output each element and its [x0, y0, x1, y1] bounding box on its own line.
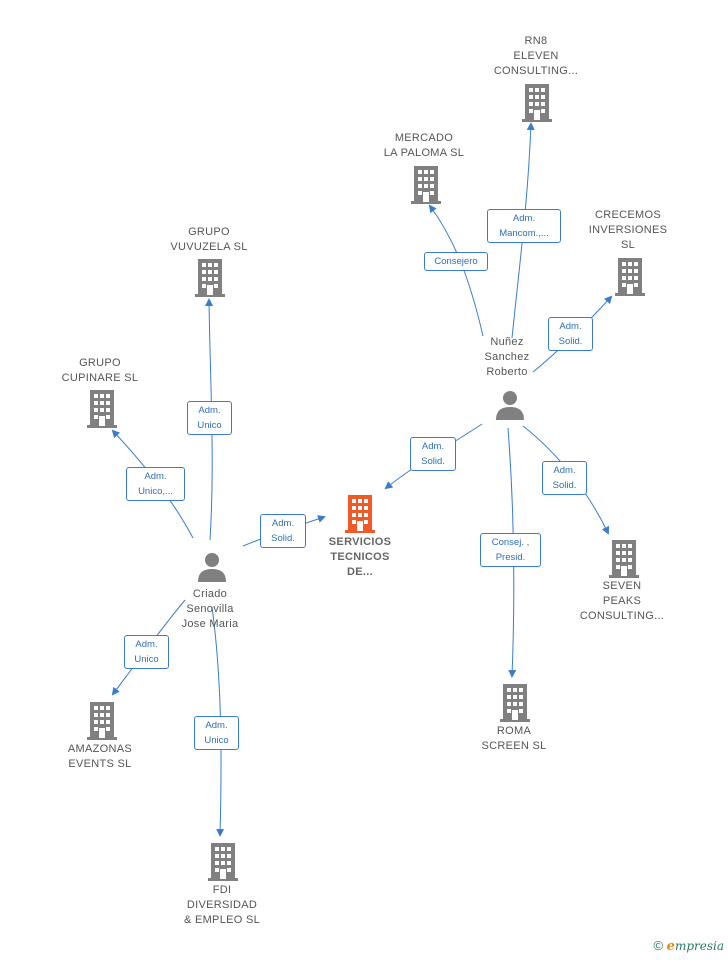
node-label: Nuñez Sanchez Roberto — [484, 336, 530, 378]
node-criado-senovilla-jose-maria[interactable]: Criado Senovilla Jose Maria — [164, 587, 256, 632]
edge-label-nunez-rn8[interactable]: Adm. Mancom.,... — [487, 209, 561, 243]
node-label: GRUPO VUVUZELA SL — [170, 226, 248, 253]
node-seven-peaks-consulting[interactable]: SEVEN PEAKS CONSULTING... — [566, 579, 678, 624]
edge-label-nunez-roma[interactable]: Consej. , Presid. — [480, 533, 541, 567]
node-label: MERCADO LA PALOMA SL — [383, 132, 465, 159]
node-fdi-diversidad-empleo[interactable]: FDI DIVERSIDAD & EMPLEO SL — [164, 883, 280, 928]
node-label: ROMA SCREEN SL — [481, 725, 547, 752]
company-building-icon — [500, 684, 530, 722]
node-label: SEVEN PEAKS CONSULTING... — [579, 580, 665, 622]
edge-label-criado-cupinare[interactable]: Adm. Unico,... — [126, 467, 185, 501]
person-icon — [198, 553, 226, 582]
company-building-icon — [87, 390, 117, 428]
edge-label-nunez-mercado[interactable]: Consejero — [424, 252, 488, 271]
edge-label-criado-amazonas[interactable]: Adm. Unico — [124, 635, 169, 669]
node-amazonas-events[interactable]: AMAZONAS EVENTS SL — [50, 742, 150, 772]
edge-label-nunez-servicios[interactable]: Adm. Solid. — [410, 437, 456, 471]
node-servicios-tecnicos[interactable]: SERVICIOS TECNICOS DE... — [308, 535, 412, 580]
person-icon — [496, 391, 524, 420]
focus-company-building-icon — [345, 495, 375, 533]
node-grupo-cupinare[interactable]: GRUPO CUPINARE SL — [42, 356, 158, 386]
edge-label-criado-fdi[interactable]: Adm. Unico — [194, 716, 239, 750]
company-building-icon — [411, 166, 441, 204]
node-nunez-sanchez-roberto[interactable]: Nuñez Sanchez Roberto — [462, 335, 552, 380]
edge-label-nunez-seven[interactable]: Adm. Solid. — [542, 461, 587, 495]
node-label: Criado Senovilla Jose Maria — [181, 588, 239, 630]
node-label: AMAZONAS EVENTS SL — [67, 743, 133, 770]
node-roma-screen[interactable]: ROMA SCREEN SL — [464, 724, 564, 754]
node-label: RN8 ELEVEN CONSULTING... — [493, 35, 579, 77]
node-label: CRECEMOS INVERSIONES SL — [588, 209, 668, 251]
company-building-icon — [609, 540, 639, 578]
brand-name: mpresia — [674, 939, 724, 953]
company-building-icon — [87, 702, 117, 740]
company-building-icon — [208, 843, 238, 881]
node-label: SERVICIOS TECNICOS DE... — [328, 536, 392, 578]
edge-label-criado-vuvuzela[interactable]: Adm. Unico — [187, 401, 232, 435]
company-building-icon — [195, 259, 225, 297]
company-building-icon — [615, 258, 645, 296]
copyright-icon: © — [653, 938, 664, 953]
edge-nunez-mercado — [428, 204, 484, 337]
node-label: GRUPO CUPINARE SL — [61, 357, 139, 384]
company-building-icon — [522, 84, 552, 122]
edge-label-criado-servicios[interactable]: Adm. Solid. — [260, 514, 306, 548]
node-grupo-vuvuzela[interactable]: GRUPO VUVUZELA SL — [150, 225, 268, 255]
empresia-brand[interactable]: © empresia — [653, 938, 724, 954]
edge-label-nunez-crecemos[interactable]: Adm. Solid. — [548, 317, 593, 351]
node-rn8-eleven-consulting[interactable]: RN8 ELEVEN CONSULTING... — [478, 34, 594, 79]
node-mercado-la-paloma[interactable]: MERCADO LA PALOMA SL — [364, 131, 484, 161]
node-crecemos-inversiones[interactable]: CRECEMOS INVERSIONES SL — [572, 208, 684, 253]
brand-initial: e — [666, 939, 675, 954]
node-label: FDI DIVERSIDAD & EMPLEO SL — [183, 884, 261, 926]
